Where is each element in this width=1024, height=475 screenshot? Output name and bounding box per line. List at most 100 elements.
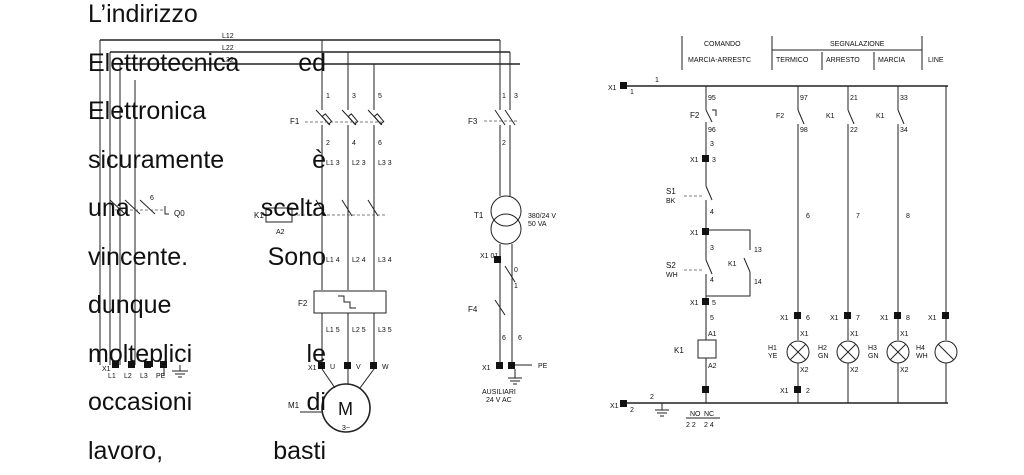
pin-label: 1 xyxy=(502,93,506,100)
pin-label: 5 xyxy=(378,93,382,100)
header-termico: TERMICO xyxy=(776,57,809,64)
pin-label: 1 xyxy=(514,283,518,290)
lamp-name: H3 xyxy=(868,345,877,352)
wire-label: 6 xyxy=(806,213,810,220)
paragraph-word: scelta xyxy=(261,184,326,233)
pin-stack: L1 3 xyxy=(326,160,340,167)
lamp-color: WH xyxy=(916,353,928,360)
signal-column-arresto: 21 K1 22 7 xyxy=(826,86,860,312)
lamp-terminal: X2 xyxy=(900,367,909,374)
footer-value: 2 2 xyxy=(686,422,696,429)
wire-label: 6 xyxy=(806,315,810,322)
contact-34: 34 xyxy=(900,127,908,134)
contact-22: 22 xyxy=(850,127,858,134)
pin-stack: L1 4 xyxy=(326,257,340,264)
contact-21: 21 xyxy=(850,95,858,102)
pin-label: 4 xyxy=(352,140,356,147)
terminal-x1: X1 xyxy=(690,300,699,307)
wire-number: 1 xyxy=(655,77,659,84)
aux-circuit: 1 3 F3 2 T1 380/24 V 50 VA X1 01 0 1 F4 … xyxy=(468,40,556,404)
paragraph-line: una scelta xyxy=(88,184,326,233)
lamp-name: H1 xyxy=(768,345,777,352)
footer-no: NO xyxy=(690,411,701,418)
terminal-v: V xyxy=(356,364,361,371)
lamp-terminal: X2 xyxy=(800,367,809,374)
paragraph-word: una xyxy=(88,184,130,233)
transformer-va: 50 VA xyxy=(528,221,547,228)
contact-97: 97 xyxy=(800,95,808,102)
rail-number: 2 xyxy=(630,407,634,414)
rail-label-top: X1 xyxy=(608,85,617,92)
pin-stack: L1 5 xyxy=(326,327,340,334)
header-line: LINE xyxy=(928,57,944,64)
coil-a1: A1 xyxy=(708,331,717,338)
pin-label: 3 xyxy=(352,93,356,100)
paragraph-line: vincente.Sono xyxy=(88,233,326,282)
terminal-block-label: X1 xyxy=(482,365,491,372)
pin-stack: L2 4 xyxy=(352,257,366,264)
wire-label: 3 xyxy=(710,245,714,252)
fuse-label: F3 xyxy=(468,117,478,126)
transformer-t1: T1 380/24 V 50 VA xyxy=(474,196,556,244)
pin-stack: L3 4 xyxy=(378,257,392,264)
paragraph-word: occasioni xyxy=(88,378,192,427)
paragraph-word: le xyxy=(307,330,326,379)
wire-label: 5 xyxy=(710,315,714,322)
pin-label: 3 xyxy=(514,93,518,100)
paragraph-line: Elettronica xyxy=(88,87,326,136)
paragraph-word: molteplici xyxy=(88,330,192,379)
aux-voltage: 24 V AC xyxy=(486,397,512,404)
contact-98: 98 xyxy=(800,127,808,134)
pin-label: 0 xyxy=(514,267,518,274)
rail-label-bottom: X1 xyxy=(610,403,619,410)
paragraph-word: lavoro, xyxy=(88,427,163,475)
lamp-name: H4 xyxy=(916,345,925,352)
lamp-color: YE xyxy=(768,353,778,360)
wire-label: 7 xyxy=(856,315,860,322)
pin-label: 2 xyxy=(502,140,506,147)
pin-label: 1 xyxy=(326,93,330,100)
wire-label: 3 xyxy=(710,141,714,148)
paragraph-word: di xyxy=(307,378,326,427)
terminal-x1: X1 xyxy=(690,157,699,164)
device-f2: F2 xyxy=(690,111,700,120)
segnalazione-title: SEGNALAZIONE xyxy=(830,41,885,48)
paragraph-word: Elettronica xyxy=(88,87,206,136)
wire-label: 7 xyxy=(856,213,860,220)
header-marcia: MARCIA xyxy=(878,57,906,64)
aux-label: AUSILIARI xyxy=(482,389,516,396)
pin-stack: L2 5 xyxy=(352,327,366,334)
paragraph-word: Sono xyxy=(268,233,326,282)
paragraph-word: L’indirizzo xyxy=(88,0,198,39)
paragraph-word: sicuramente xyxy=(88,136,224,185)
lamp-h2: X1 7 X1 H2 GN X2 xyxy=(818,312,860,403)
wire-label: 3 xyxy=(712,157,716,164)
lamp-h3: X1 8 X1 H3 GN X2 xyxy=(868,312,910,403)
pin-label: 6 xyxy=(378,140,382,147)
pin-label: 2 xyxy=(326,140,330,147)
pe-label: PE xyxy=(538,363,548,370)
wire-label: 5 xyxy=(712,300,716,307)
lamp-terminal: X1 xyxy=(850,331,859,338)
transformer-rating: 380/24 V xyxy=(528,213,556,220)
device-s2: S2 xyxy=(666,261,676,270)
contact-96: 96 xyxy=(708,127,716,134)
device-s1-color: BK xyxy=(666,198,676,205)
paragraph-line: L’indirizzo xyxy=(88,0,326,39)
contact-13: 13 xyxy=(754,247,762,254)
lamp-terminal: X2 xyxy=(850,367,859,374)
paragraph-word: ed xyxy=(298,39,326,88)
lamp-color: GN xyxy=(818,353,829,360)
lamp-terminal: X1 xyxy=(800,331,809,338)
wire-number: 2 xyxy=(650,394,654,401)
comando-sub: MARCIA-ARRESTC xyxy=(688,57,751,64)
wire-label: 8 xyxy=(906,315,910,322)
contact-14: 14 xyxy=(754,279,762,286)
command-column: 95 F2 96 3 X1 3 S1 BK 4 X1 3 13 K1 14 xyxy=(666,86,762,403)
pin-stack: L3 5 xyxy=(378,327,392,334)
contact-33: 33 xyxy=(900,95,908,102)
device-s2-color: WH xyxy=(666,272,678,279)
